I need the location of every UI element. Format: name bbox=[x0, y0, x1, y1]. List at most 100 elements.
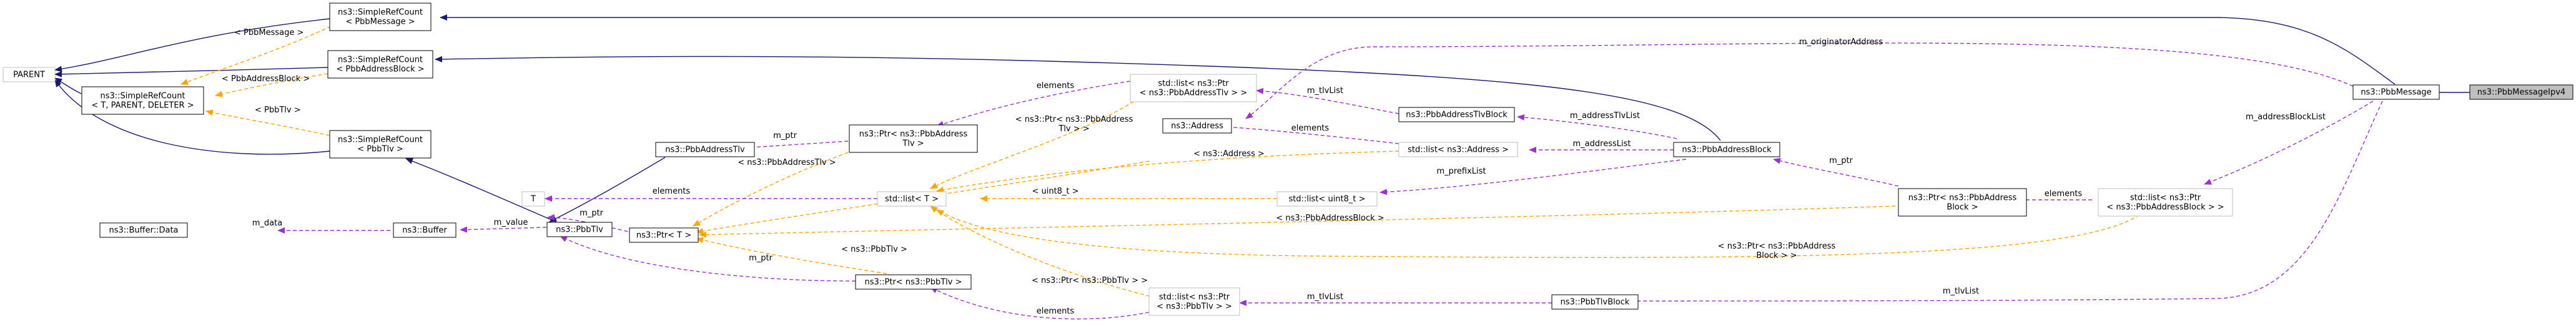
edge-label-elements-address: elements bbox=[1291, 124, 1330, 133]
edge-inherit-srcpbbtlv-parent bbox=[54, 79, 330, 155]
edge-tpl-listptraddrblock-listt bbox=[936, 205, 2149, 258]
simplerefcount-pbbmessage-label: ns3::SimpleRefCount< PbbMessage > bbox=[338, 8, 423, 27]
edge-use-ptrtlv-list bbox=[930, 287, 1150, 320]
simplerefcount-pbbaddressblock-box bbox=[327, 50, 433, 79]
edge-tpl-ptraddrblock-ptrt bbox=[699, 205, 1896, 238]
edge-label-m-originatoraddress: m_originatorAddress bbox=[1799, 37, 1883, 47]
simplerefcount-generic-box bbox=[81, 86, 204, 115]
buffer-data-box bbox=[99, 222, 188, 238]
node-list-t[interactable]: std::list< T > bbox=[877, 191, 947, 207]
node-parent[interactable]: PARENT bbox=[2, 67, 56, 82]
edge-label-elements-addrblock: elements bbox=[2045, 189, 2083, 199]
pbbmessage-label: ns3::PbbMessage bbox=[2361, 88, 2431, 97]
simplerefcount-pbbtlv-box bbox=[329, 130, 432, 159]
node-pbbaddresstlv[interactable]: ns3::PbbAddressTlv bbox=[655, 142, 755, 157]
pbbaddresstlv-box bbox=[655, 142, 755, 157]
edge-label-elements-t: elements bbox=[653, 187, 691, 196]
edge-label-m-tlvlist-msg: m_tlvList bbox=[1943, 287, 1979, 296]
ptr-pbbaddresstlv-box bbox=[849, 124, 978, 153]
edge-use-listuint8-addrblock bbox=[1379, 159, 1687, 195]
pbbtlvblock-box bbox=[1551, 294, 1639, 310]
edge-inherit-srcmsg-parent bbox=[54, 18, 330, 72]
edge-label-elements-listptrtlv: elements bbox=[1037, 307, 1075, 316]
node-simplerefcount-pbbaddressblock[interactable]: ns3::SimpleRefCount< PbbAddressBlock > bbox=[327, 50, 433, 79]
edge-label-m-value: m_value bbox=[494, 218, 528, 227]
edge-use-buffer-pbbtlv bbox=[460, 226, 547, 233]
edge-label-pbbtlv-ptr-tpl: < ns3::PbbTlv > bbox=[841, 245, 907, 254]
node-pbbmessage[interactable]: ns3::PbbMessage bbox=[2352, 84, 2440, 100]
address-box bbox=[1162, 118, 1232, 134]
node-list-ptr-pbbtlv[interactable]: std::list< ns3::Ptr< ns3::PbbTlv > > bbox=[1148, 287, 1240, 316]
edge-label-m-data: m_data bbox=[252, 219, 282, 228]
node-simplerefcount-pbbmessage[interactable]: ns3::SimpleRefCount< PbbMessage > bbox=[329, 2, 432, 31]
edge-tpl-listptraddrtlv-listt bbox=[930, 90, 1150, 189]
node-pbbtlvblock[interactable]: ns3::PbbTlvBlock bbox=[1551, 294, 1639, 310]
edge-label-address-tpl: < ns3::Address > bbox=[1193, 149, 1265, 159]
edge-tpl-ptrpbbaddresstlv-ptrt bbox=[693, 140, 884, 227]
ptr-pbbtlv-label: ns3::Ptr< ns3::PbbTlv > bbox=[864, 278, 962, 287]
edge-use-address-list bbox=[1223, 124, 1399, 144]
list-t-box bbox=[877, 191, 947, 207]
node-pbbmessageipv4[interactable]: ns3::PbbMessageIpv4 bbox=[2469, 84, 2574, 100]
node-simplerefcount-generic[interactable]: ns3::SimpleRefCount< T, PARENT, DELETER … bbox=[81, 86, 204, 115]
edge-tpl-ptrpbbtlv-ptrt bbox=[696, 237, 887, 274]
buffer-data-label: ns3::Buffer::Data bbox=[109, 226, 178, 235]
list-ptr-pbbaddressblock-label: std::list< ns3::Ptr< ns3::PbbAddressBloc… bbox=[2106, 194, 2224, 212]
pbbtlv-label: ns3::PbbTlv bbox=[556, 225, 603, 235]
node-ptr-t[interactable]: ns3::Ptr< T > bbox=[629, 227, 699, 243]
simplerefcount-pbbmessage-box bbox=[329, 2, 432, 31]
pbbaddresstlvblock-box bbox=[1398, 107, 1515, 122]
node-list-uint8[interactable]: std::list< uint8_t > bbox=[1276, 191, 1378, 207]
edge-label-m-prefixlist: m_prefixList bbox=[1436, 167, 1486, 176]
address-label: ns3::Address bbox=[1171, 122, 1223, 131]
edge-label-pbbaddresstlv-tpl: < ns3::PbbAddressTlv > bbox=[738, 158, 836, 167]
simplerefcount-pbbaddressblock-label: ns3::SimpleRefCount< PbbAddressBlock > bbox=[336, 56, 424, 74]
list-ptr-pbbtlv-box bbox=[1148, 287, 1240, 316]
edge-label-pbbaddressblock-ptr-tpl: < ns3::PbbAddressBlock > bbox=[1276, 214, 1384, 223]
node-pbbaddressblock[interactable]: ns3::PbbAddressBlock bbox=[1673, 142, 1780, 157]
edge-inherit-pbbmessage-srcmsg bbox=[440, 14, 2396, 85]
node-pbbaddresstlvblock[interactable]: ns3::PbbAddressTlvBlock bbox=[1398, 107, 1515, 122]
list-uint8-box bbox=[1276, 191, 1378, 207]
node-t[interactable]: T bbox=[521, 191, 545, 207]
edge-label-m-ptr-ptrtlv: m_ptr bbox=[749, 254, 773, 263]
edge-label-pbbmessage-tpl: < PbbMessage > bbox=[234, 28, 303, 37]
node-simplerefcount-pbbtlv[interactable]: ns3::SimpleRefCount< PbbTlv > bbox=[329, 130, 432, 159]
node-buffer[interactable]: ns3::Buffer bbox=[393, 222, 456, 238]
edge-label-m-tlvlist-tlvblock: m_tlvList bbox=[1307, 292, 1343, 302]
node-list-ptr-pbbaddresstlv[interactable]: std::list< ns3::Ptr< ns3::PbbAddressTlv … bbox=[1130, 74, 1257, 102]
node-list-address[interactable]: std::list< ns3::Address > bbox=[1398, 142, 1518, 157]
node-list-ptr-pbbaddressblock[interactable]: std::list< ns3::Ptr< ns3::PbbAddressBloc… bbox=[2098, 188, 2233, 217]
edge-label-m-tlvlist-addrtlvblock: m_tlvList bbox=[1307, 86, 1343, 96]
node-address[interactable]: ns3::Address bbox=[1162, 118, 1232, 134]
edge-inherit-pbbaddresstlv-pbbtlv bbox=[549, 157, 666, 222]
edge-inherit-pbbtlv-srcpbbtlv bbox=[405, 158, 556, 222]
edge-tpl-listptrtlv-listt bbox=[930, 205, 1187, 305]
pbbtlvblock-label: ns3::PbbTlvBlock bbox=[1561, 298, 1630, 307]
pbbaddresstlv-label: ns3::PbbAddressTlv bbox=[665, 146, 745, 155]
edge-tpl-listaddress-listt bbox=[936, 151, 1399, 193]
node-buffer-data[interactable]: ns3::Buffer::Data bbox=[99, 222, 188, 238]
edge-inherit-srcaddrblock-parent bbox=[54, 67, 328, 77]
list-ptr-pbbaddressblock-box bbox=[2098, 188, 2233, 217]
node-pbbtlv[interactable]: ns3::PbbTlv bbox=[546, 222, 613, 237]
simplerefcount-pbbtlv-label: ns3::SimpleRefCount< PbbTlv > bbox=[338, 136, 423, 154]
list-uint8-label: std::list< uint8_t > bbox=[1288, 195, 1365, 204]
list-address-label: std::list< ns3::Address > bbox=[1408, 146, 1509, 155]
pbbmessageipv4-label: ns3::PbbMessageIpv4 bbox=[2477, 88, 2565, 97]
edge-inherit-srcgeneric-parent bbox=[54, 77, 82, 94]
edge-label-pbbaddressblock-tpl: < PbbAddressBlock > bbox=[222, 74, 310, 84]
list-address-box bbox=[1398, 142, 1518, 157]
edge-label-m-addressblocklist: m_addressBlockList bbox=[2246, 112, 2326, 122]
list-t-label: std::list< T > bbox=[885, 195, 939, 204]
t-label: T bbox=[530, 195, 536, 204]
ptr-pbbaddressblock-box bbox=[1898, 188, 2027, 217]
node-ptr-pbbtlv[interactable]: ns3::Ptr< ns3::PbbTlv > bbox=[855, 274, 972, 290]
ptr-pbbtlv-box bbox=[855, 274, 972, 290]
parent-label: PARENT bbox=[13, 71, 45, 80]
